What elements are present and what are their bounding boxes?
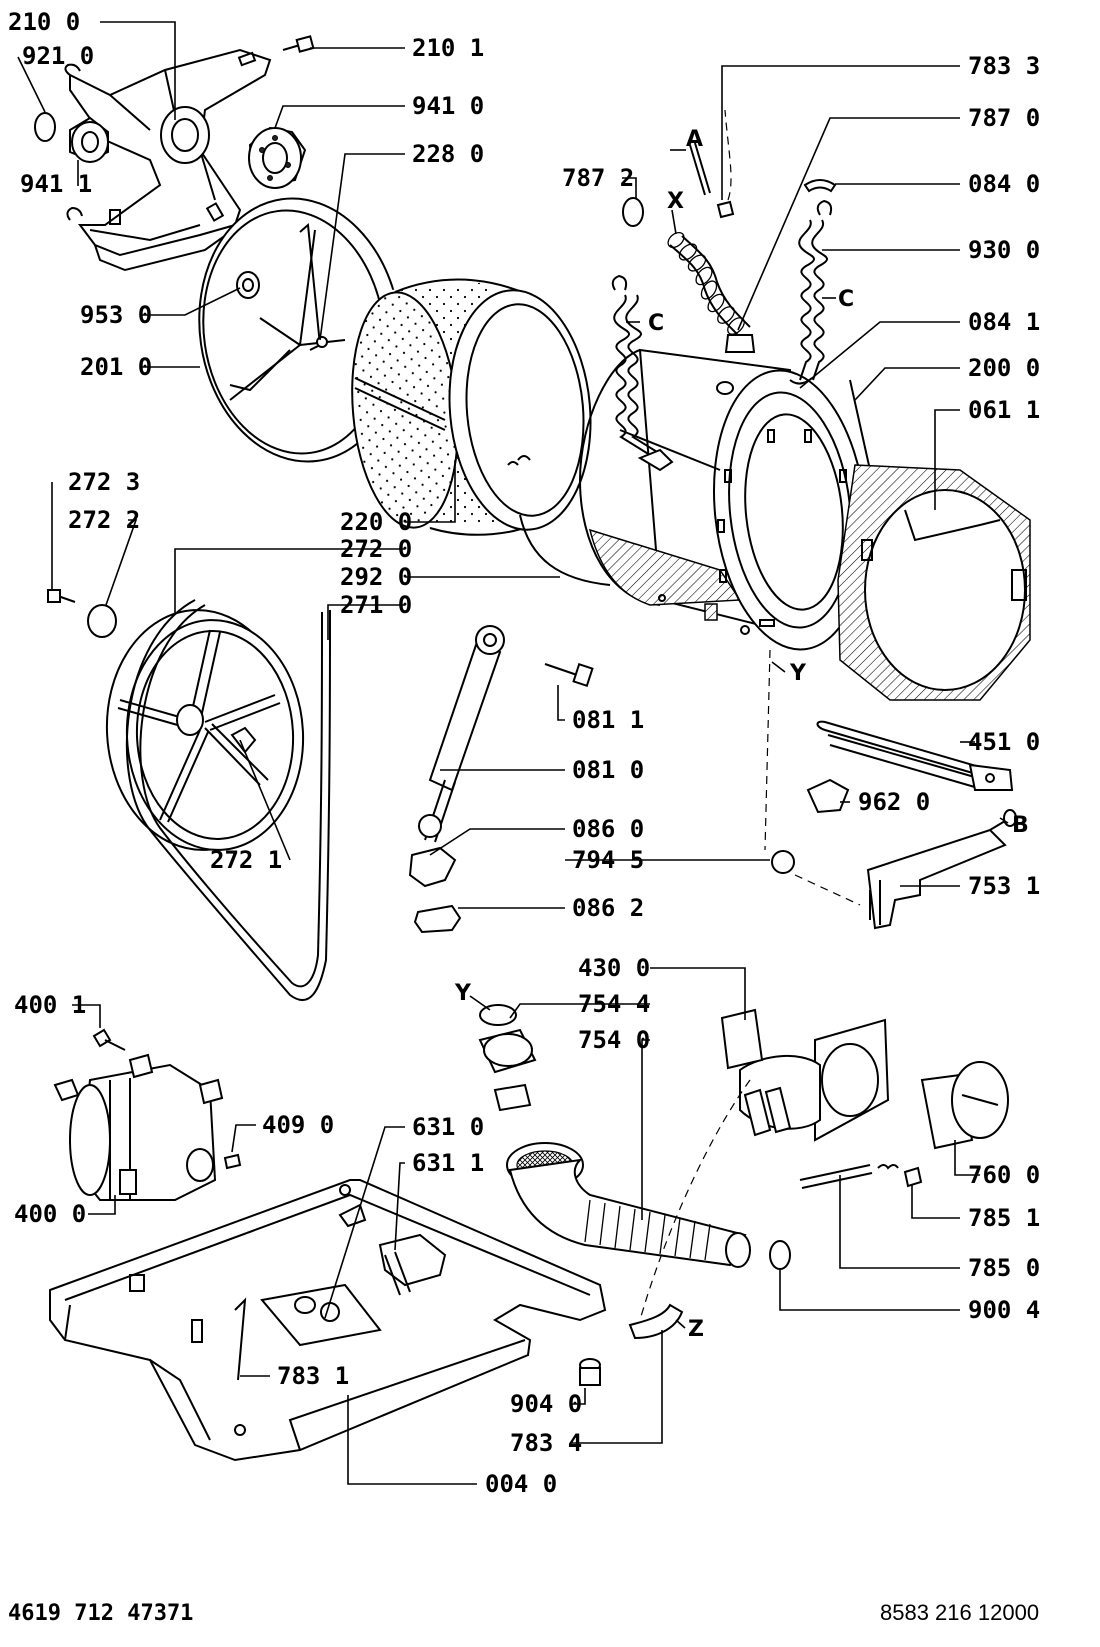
- small-bearing-part: [69, 116, 109, 163]
- label-086-2: 086 2: [572, 894, 644, 922]
- label-785-0: 785 0: [968, 1254, 1040, 1282]
- label-787-0: 787 0: [968, 104, 1040, 132]
- spring-clip-top: [803, 179, 837, 193]
- label-292-0: 292 0: [340, 563, 412, 591]
- label-210-0: 210 0: [8, 8, 80, 36]
- label-220-0: 220 0: [340, 508, 412, 536]
- pump-filter: [920, 1061, 1009, 1150]
- drum-pulley: [105, 609, 305, 851]
- label-953-0: 953 0: [80, 301, 152, 329]
- label-631-0: 631 0: [412, 1113, 484, 1141]
- letter-c-right: C: [838, 287, 854, 312]
- label-086-0: 086 0: [572, 815, 644, 843]
- label-785-1: 785 1: [968, 1204, 1040, 1232]
- label-200-0: 200 0: [968, 354, 1040, 382]
- label-921-0: 921 0: [22, 42, 94, 70]
- pulley-washer: [87, 604, 117, 638]
- label-272-2: 272 2: [68, 506, 140, 534]
- band-clamp: [769, 1240, 791, 1270]
- letter-y-tub: Y: [789, 661, 807, 686]
- label-930-0: 930 0: [968, 236, 1040, 264]
- label-409-0: 409 0: [262, 1111, 334, 1139]
- pump-hose: [799, 1164, 873, 1189]
- air-trap-hose: [667, 109, 756, 353]
- label-084-0: 084 0: [968, 170, 1040, 198]
- letter-x: X: [667, 189, 684, 214]
- label-941-1: 941 1: [20, 170, 92, 198]
- part-number-labels: 210 0 921 0 941 1 210 1 941 0 228 0 953 …: [8, 8, 1040, 1498]
- label-400-0: 400 0: [14, 1200, 86, 1228]
- label-783-1: 783 1: [277, 1362, 349, 1390]
- drive-motor: [53, 1053, 224, 1201]
- label-272-1: 272 1: [210, 846, 282, 874]
- label-081-1: 081 1: [572, 706, 644, 734]
- letter-y-sump: Y: [454, 981, 472, 1006]
- shock-bolt: [544, 663, 594, 687]
- label-400-1: 400 1: [14, 991, 86, 1019]
- motor-clip: [223, 1153, 242, 1170]
- label-760-0: 760 0: [968, 1161, 1040, 1189]
- front-tub-shell: [578, 348, 871, 651]
- label-787-2: 787 2: [562, 164, 634, 192]
- label-783-3: 783 3: [968, 52, 1040, 80]
- footer-left-code: 4619 712 47371: [8, 1601, 193, 1626]
- letter-c-left: C: [648, 311, 664, 336]
- hose-clip: [903, 1166, 923, 1188]
- label-272-3: 272 3: [68, 468, 140, 496]
- letter-z: Z: [688, 1317, 704, 1342]
- shock-clip: [413, 904, 462, 934]
- label-061-1: 061 1: [968, 396, 1040, 424]
- label-754-4: 754 4: [578, 990, 650, 1018]
- label-451-0: 451 0: [968, 728, 1040, 756]
- hose-clamp-part: [622, 197, 644, 227]
- footer-right-code: 8583 216 12000: [880, 1600, 1039, 1625]
- drain-pump: [720, 1008, 890, 1142]
- letter-a: A: [686, 127, 703, 152]
- ntc-sensor: [806, 778, 850, 814]
- suspension-spring-right: [789, 199, 833, 385]
- label-201-0: 201 0: [80, 353, 152, 381]
- sump-hose: [478, 1004, 751, 1268]
- leader-lines: [17, 21, 1009, 1485]
- label-272-0: 272 0: [340, 535, 412, 563]
- elbow-hose: [628, 1303, 684, 1340]
- drive-belt: [125, 599, 331, 1002]
- suspension-spring-left: [611, 274, 674, 472]
- label-754-0: 754 0: [578, 1026, 650, 1054]
- label-228-0: 228 0: [412, 140, 484, 168]
- label-084-1: 084 1: [968, 308, 1040, 336]
- circlip-part: [34, 112, 56, 142]
- label-941-0: 941 0: [412, 92, 484, 120]
- shock-absorber: [418, 625, 505, 843]
- motor-brush: [92, 1028, 126, 1051]
- level-sensor-bracket: [866, 809, 1017, 930]
- connection-letters: A X C C Y B Y Z: [454, 127, 1029, 1342]
- label-783-4: 783 4: [510, 1429, 582, 1457]
- pulley-bolt: [47, 589, 76, 603]
- base-tray: [49, 1179, 607, 1462]
- label-794-5: 794 5: [572, 846, 644, 874]
- label-900-4: 900 4: [968, 1296, 1040, 1324]
- label-004-0: 004 0: [485, 1470, 557, 1498]
- plug-part: [771, 850, 795, 874]
- label-210-1: 210 1: [412, 34, 484, 62]
- heater-element: [816, 720, 1014, 791]
- label-631-1: 631 1: [412, 1149, 484, 1177]
- door-gasket: [837, 464, 1031, 701]
- washing-drum: [351, 278, 592, 536]
- tub-cross-bracket: [64, 48, 272, 272]
- label-962-0: 962 0: [858, 788, 930, 816]
- label-081-0: 081 0: [572, 756, 644, 784]
- label-271-0: 271 0: [340, 591, 412, 619]
- letter-b: B: [1012, 813, 1029, 838]
- drum-ring-part: [519, 514, 611, 586]
- label-753-1: 753 1: [968, 872, 1040, 900]
- label-904-0: 904 0: [510, 1390, 582, 1418]
- large-bearing-part: [248, 126, 307, 189]
- screw-part: [282, 35, 315, 53]
- foot-part: [579, 1358, 601, 1386]
- label-430-0: 430 0: [578, 954, 650, 982]
